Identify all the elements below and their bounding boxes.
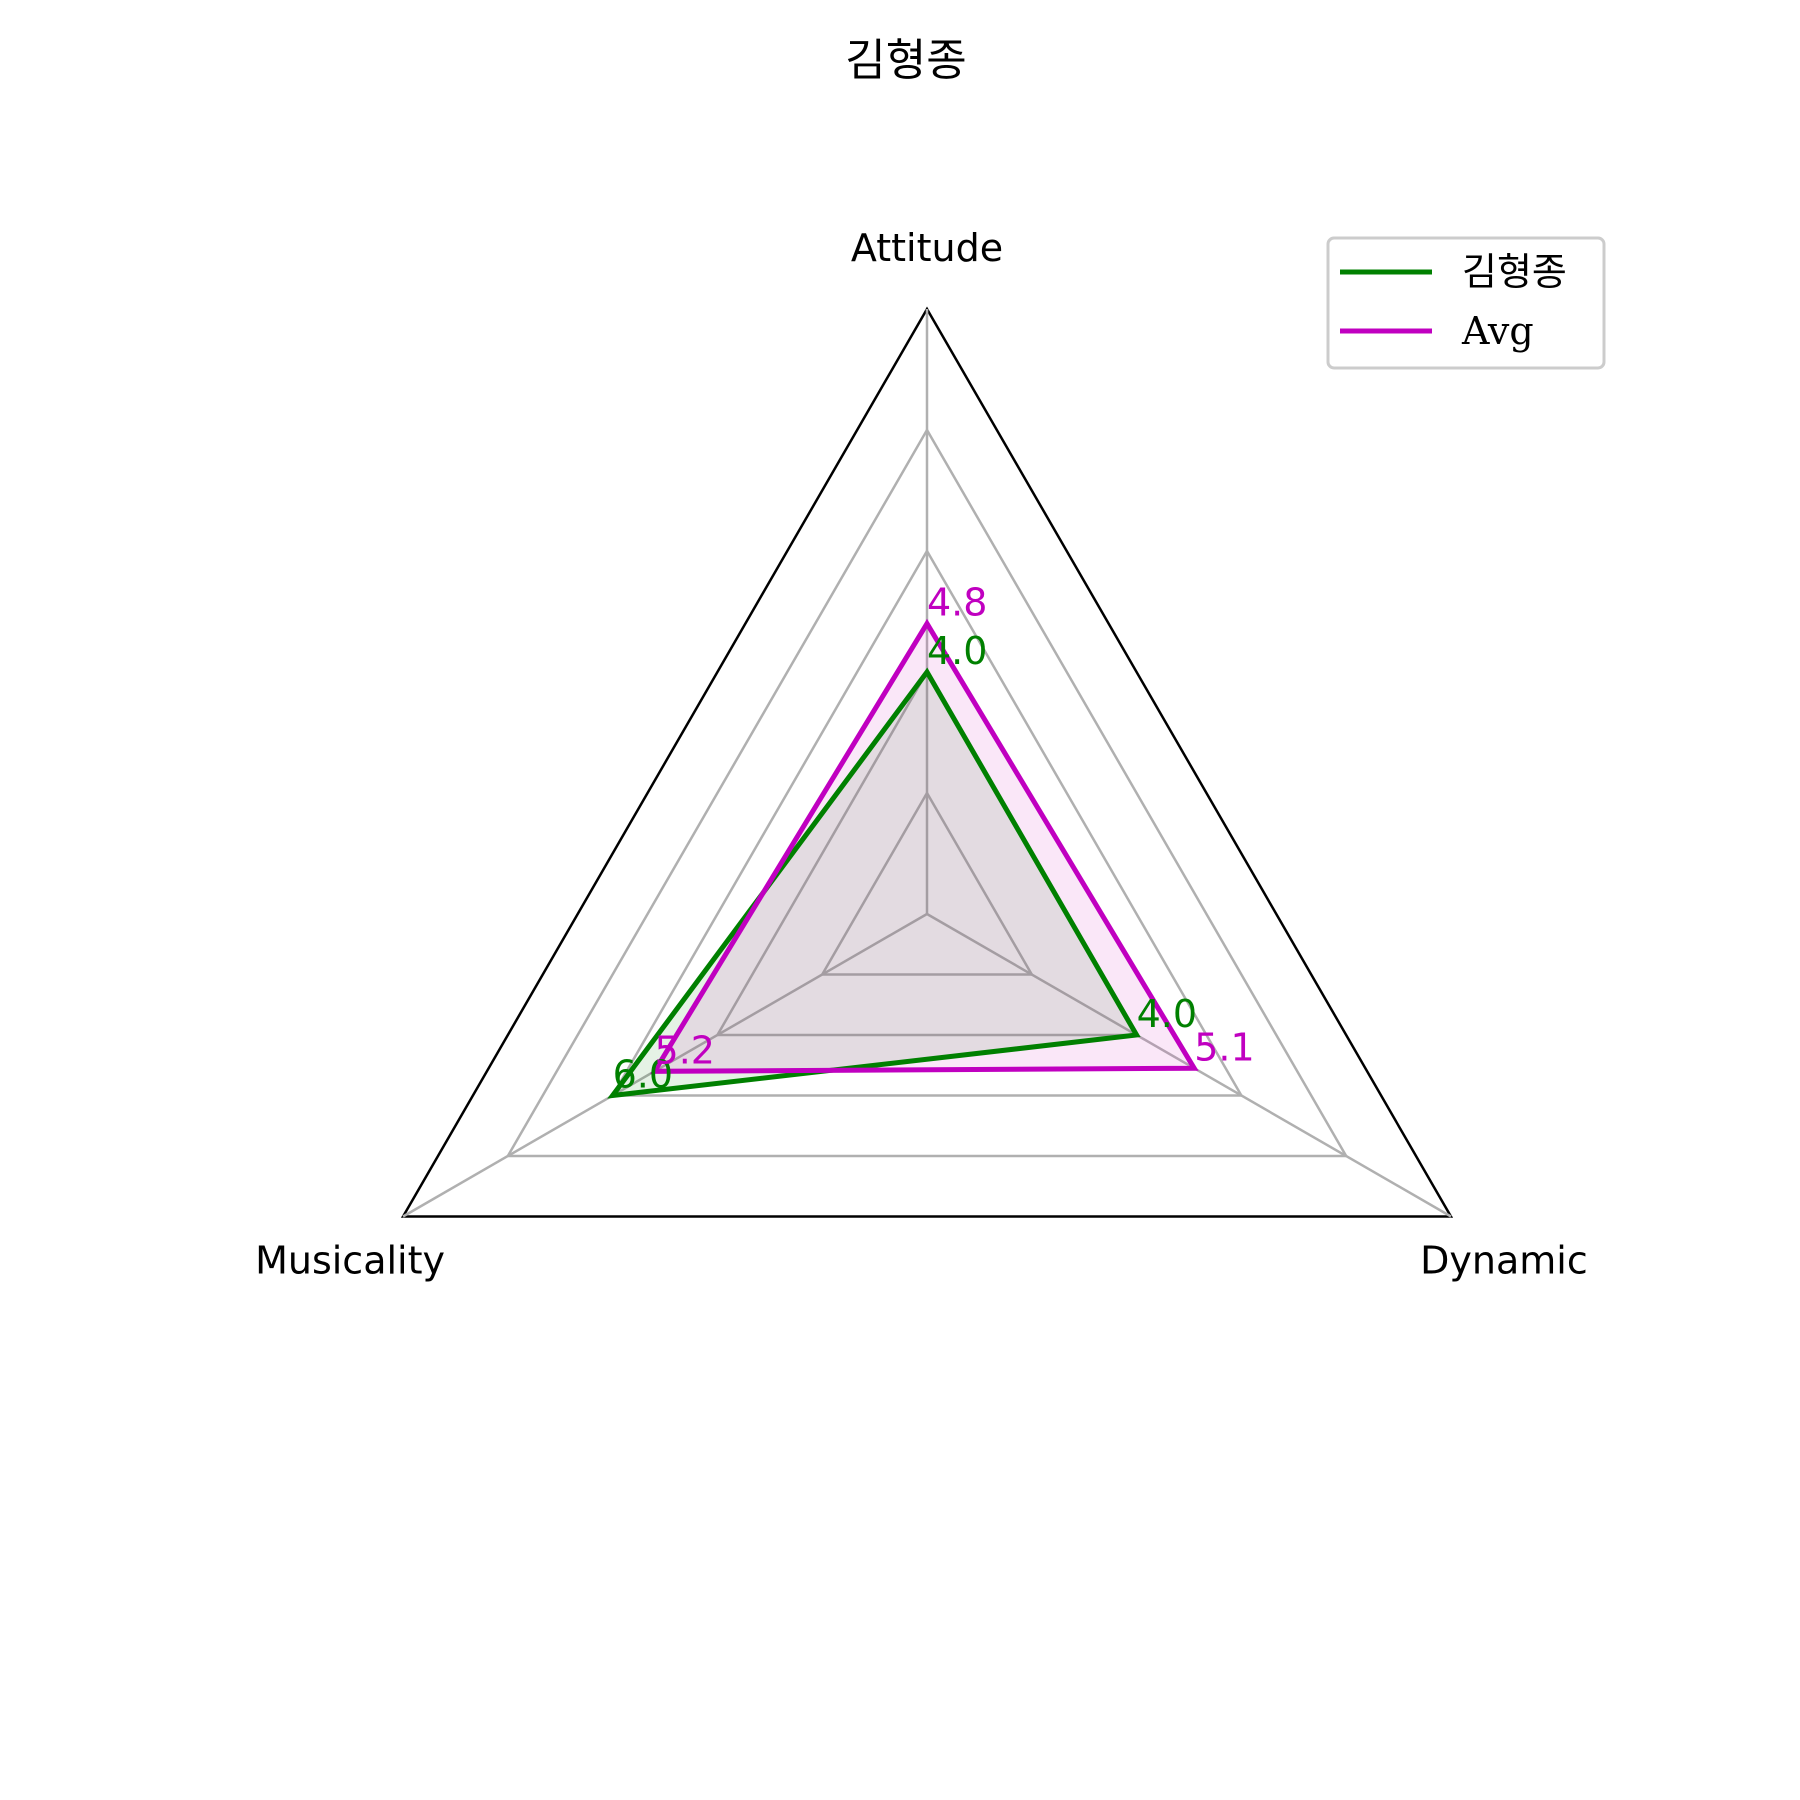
grid-spoke [402,912,928,1218]
legend: 김형종 Avg [1326,236,1606,370]
value-label: 4.0 [1137,992,1197,1036]
value-label: 4.8 [927,581,987,625]
legend-label-series-1: 김형종 [1462,250,1567,294]
grid-ring [820,790,1034,976]
axis-label-musicality: Musicality [255,1239,445,1283]
legend-label-series-2: Avg [1461,309,1534,353]
grid-ring [610,548,1244,1097]
axis-label-attitude: Attitude [851,226,1003,270]
grid-ring [505,427,1349,1158]
value-label: 4.0 [927,629,987,673]
data-labels: 4.0 4.0 6.0 4.8 5.1 5.2 [613,581,1255,1097]
value-label: 6.0 [613,1053,673,1097]
chart-title: 김형종 [845,35,966,86]
radar-series [607,618,1199,1099]
radar-outer-frame [400,306,1454,1218]
grid-spoke [926,912,1452,1218]
value-label: 5.2 [655,1028,715,1072]
series-fill-1 [612,672,1137,1096]
value-label: 5.1 [1194,1025,1254,1069]
series-fill-2 [654,623,1195,1072]
axis-label-dynamic: Dynamic [1420,1239,1588,1283]
series-line-2 [650,618,1199,1074]
